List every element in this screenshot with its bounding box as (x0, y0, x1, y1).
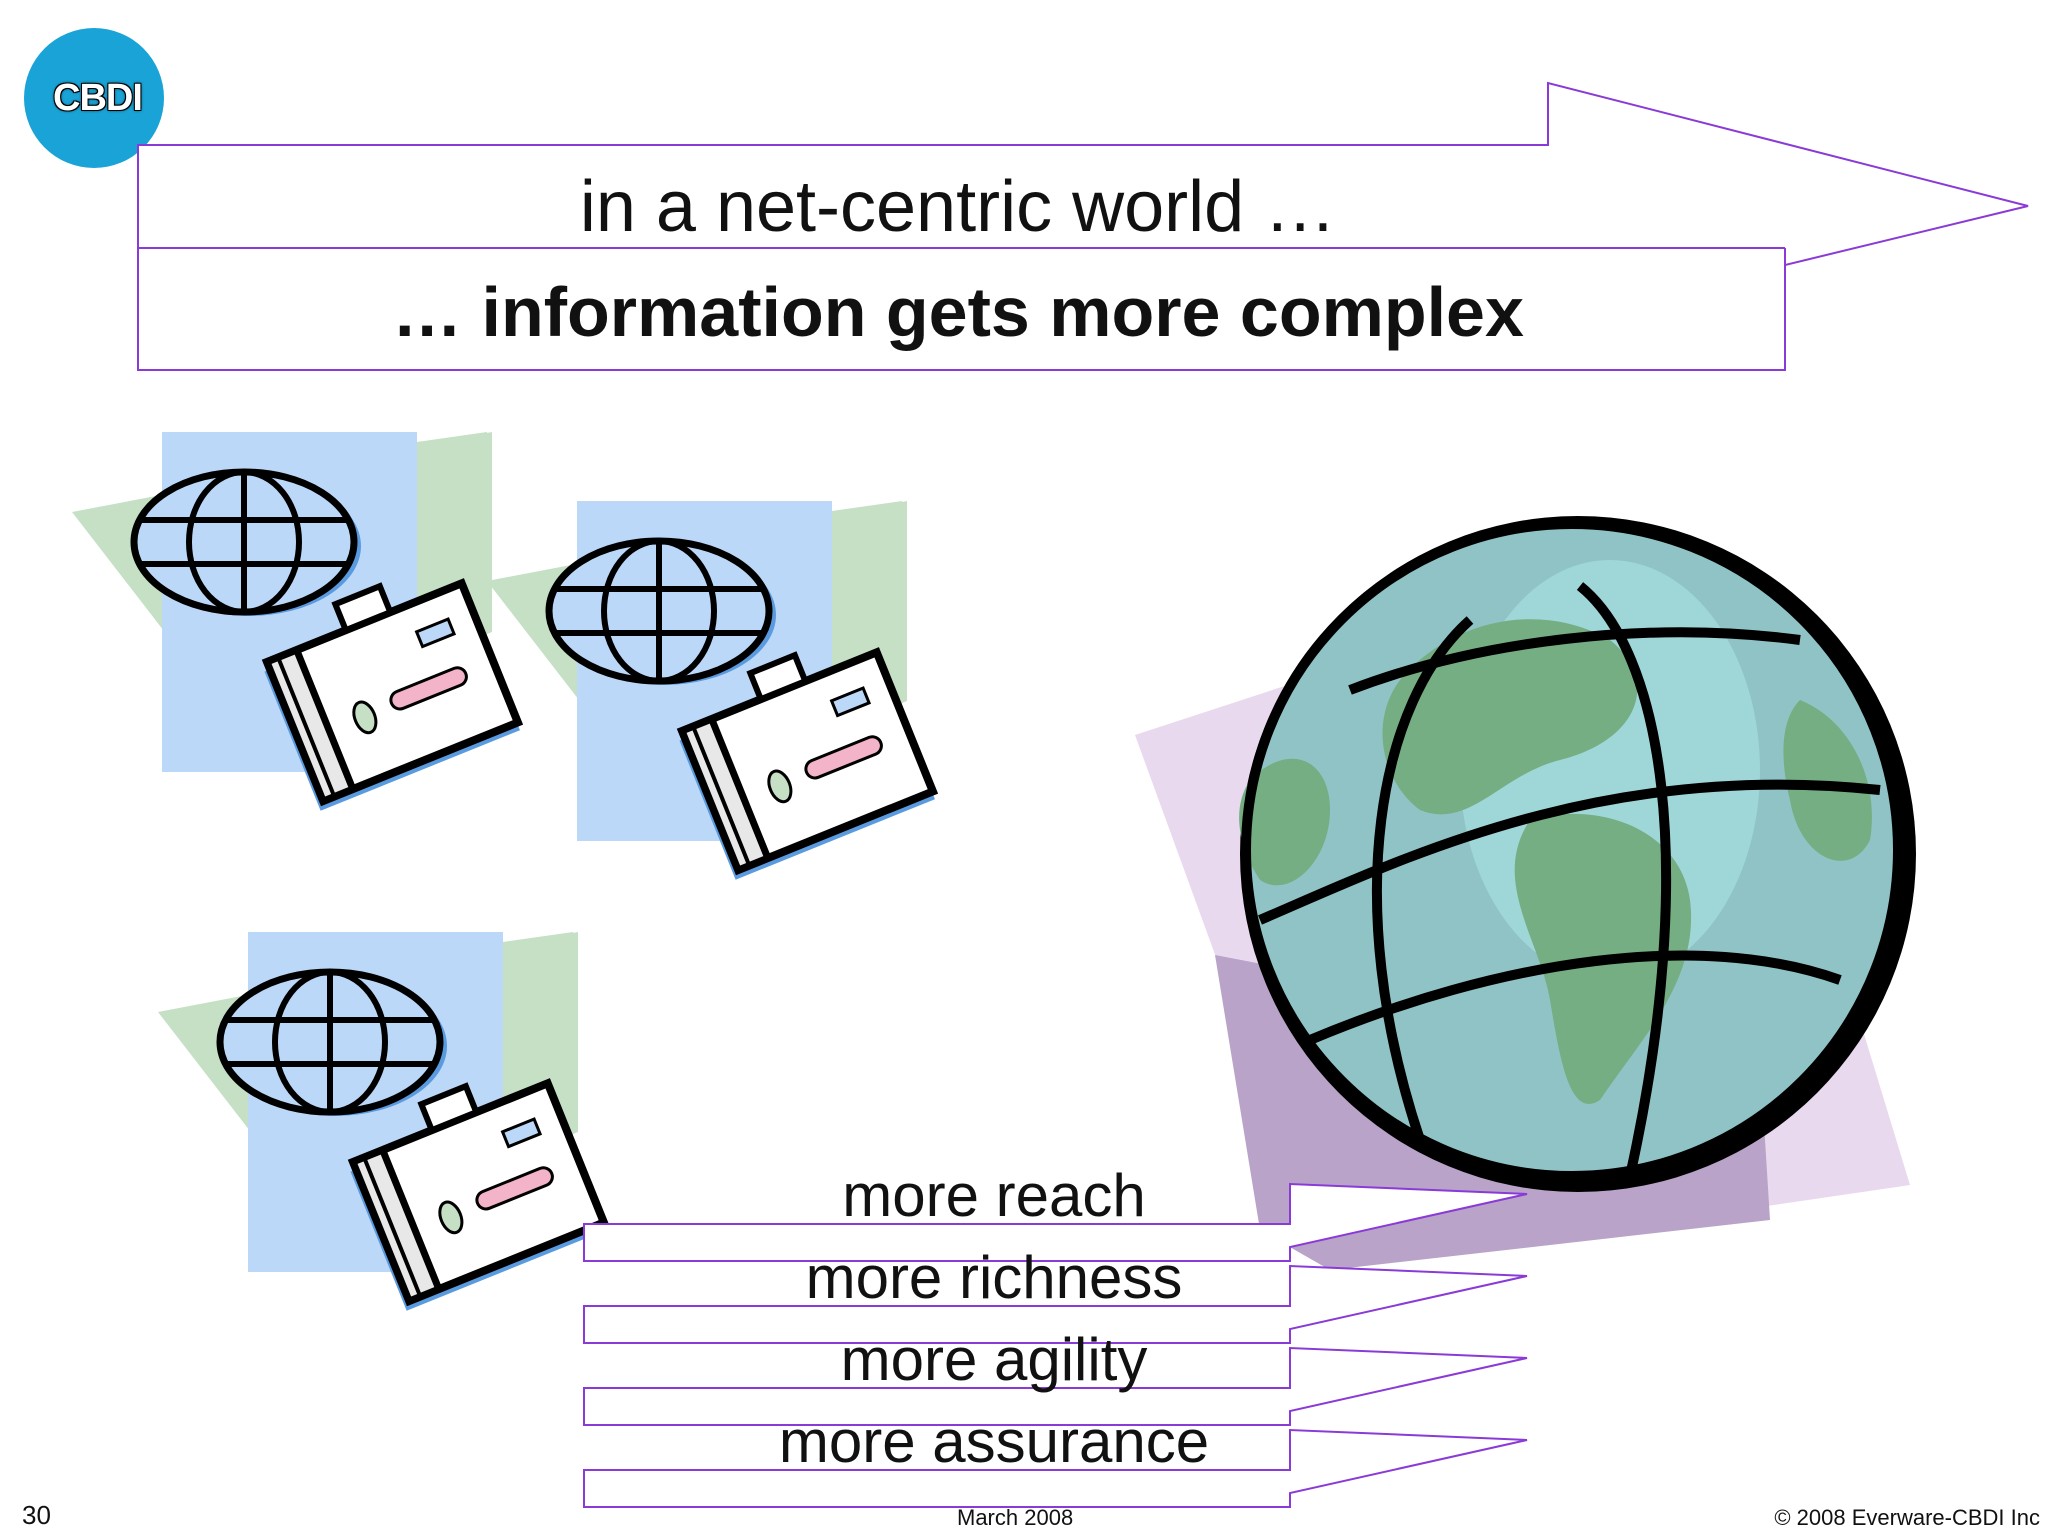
headline-1: in a net-centric world … (579, 167, 1337, 247)
arrow-label-agility: more agility (840, 1326, 1148, 1393)
footer-copyright: © 2008 Everware-CBDI Inc (1774, 1505, 2040, 1530)
arrow-shape (583, 1264, 1528, 1344)
arrow-shape (583, 1428, 1528, 1508)
page-number: 30 (22, 1500, 51, 1530)
arrow-label-reach: more reach (842, 1162, 1146, 1229)
footer-date: March 2008 (957, 1505, 1074, 1530)
arrow-shape (583, 1346, 1528, 1426)
arrow-label-assurance: more assurance (778, 1408, 1210, 1475)
logo-text: CBDI (53, 77, 143, 119)
arrow-shape (583, 1182, 1528, 1262)
headline-2: … information gets more complex (392, 273, 1524, 351)
arrow-label-richness: more richness (805, 1244, 1183, 1311)
